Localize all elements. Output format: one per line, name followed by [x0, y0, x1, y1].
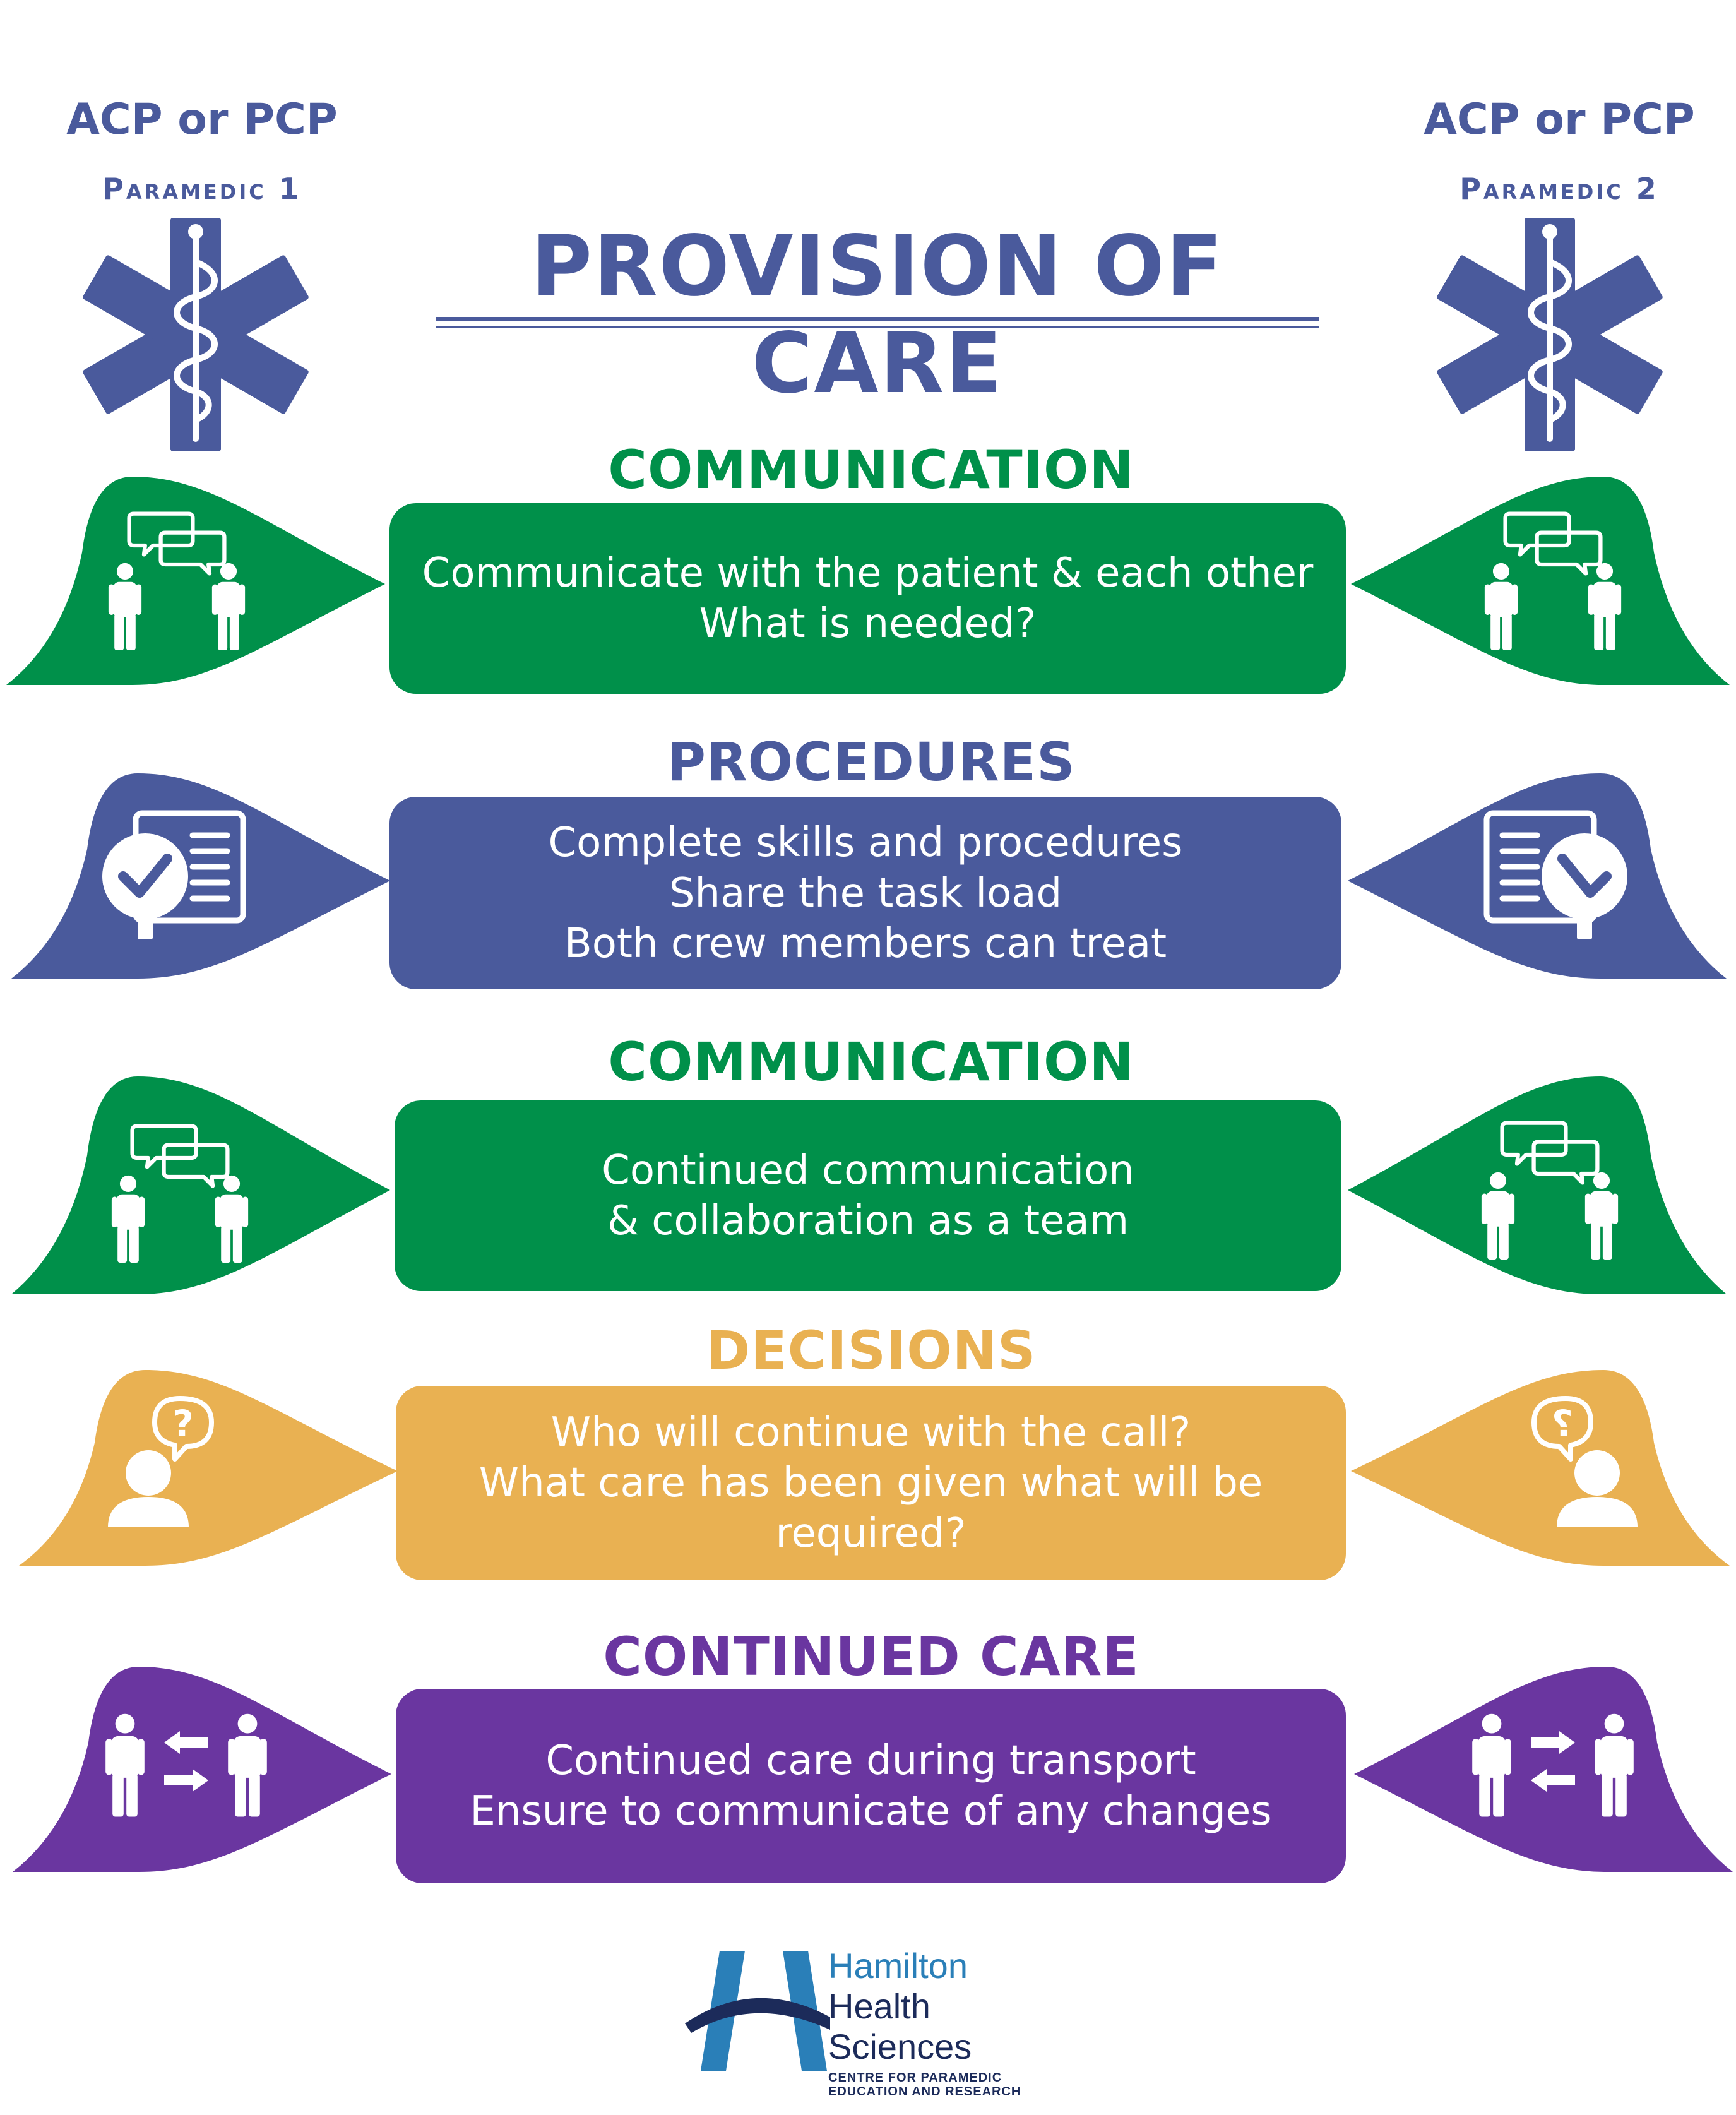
people-talking-icon [1477, 511, 1629, 650]
people-talking-icon [104, 1124, 256, 1263]
logo-line: Hamilton [828, 1946, 968, 1986]
logo-subtitle: CENTRE FOR PARAMEDIC [828, 2071, 1002, 2085]
people-talking-icon [101, 511, 253, 650]
people-exchange-icon [104, 1698, 268, 1825]
section-line: Ensure to communicate of any changes [470, 1788, 1272, 1835]
hamilton-health-sciences-logo-icon [685, 1951, 830, 2071]
section-line: Share the task load [669, 869, 1062, 917]
people-talking-icon [1474, 1121, 1626, 1260]
right-wing [1348, 1076, 1727, 1294]
section-box-communication: Continued communication & collaboration … [395, 1100, 1341, 1291]
section-line: Both crew members can treat [564, 920, 1167, 967]
left-wing [6, 477, 385, 685]
section-title-communication: COMMUNICATION [608, 439, 1134, 501]
logo-line: Health [828, 1986, 930, 2026]
left-paramedic-label: Paramedic 1 [102, 172, 302, 206]
title-underline-thin [436, 326, 1319, 328]
section-title-communication: COMMUNICATION [608, 1031, 1134, 1093]
right-wing [1348, 773, 1727, 979]
section-line: required? [775, 1510, 966, 1557]
section-line: Continued communication [602, 1147, 1134, 1194]
question-person-icon [104, 1392, 256, 1531]
title-underline [436, 317, 1319, 321]
section-title-procedures: PROCEDURES [667, 731, 1076, 793]
checklist-icon [1480, 807, 1632, 946]
left-wing [11, 1076, 390, 1294]
section-box-communication: Communicate with the patient & each othe… [389, 503, 1346, 694]
star-of-life-icon [1424, 218, 1676, 451]
section-box-procedures: Complete skills and procedures Share the… [389, 797, 1341, 989]
left-wing [11, 773, 390, 979]
section-box-continued-care: Continued care during transport Ensure t… [396, 1689, 1346, 1883]
right-paramedic-label: Paramedic 2 [1460, 172, 1659, 206]
checklist-icon [98, 807, 249, 946]
question-person-icon [1490, 1392, 1641, 1531]
page-title: PROVISION OF CARE [531, 218, 1224, 412]
people-exchange-icon [1471, 1698, 1635, 1825]
section-title-continued-care: CONTINUED CARE [603, 1626, 1139, 1688]
star-of-life-icon [69, 218, 322, 451]
logo-line: Sciences [828, 2027, 972, 2066]
section-line: Complete skills and procedures [548, 819, 1183, 866]
right-role-label: ACP or PCP [1424, 95, 1695, 145]
section-title-decisions: DECISIONS [706, 1320, 1037, 1381]
right-wing [1351, 477, 1730, 685]
left-role-label: ACP or PCP [66, 95, 338, 145]
section-line: Communicate with the patient & each othe… [422, 550, 1314, 597]
section-box-decisions: Who will continue with the call? What ca… [396, 1386, 1346, 1580]
logo-subtitle: EDUCATION AND RESEARCH [828, 2085, 1021, 2099]
logo-wordmark: Hamilton Health Sciences CENTRE FOR PARA… [828, 1946, 1093, 2099]
left-wing [13, 1667, 391, 1872]
right-wing [1354, 1667, 1733, 1872]
section-line: Who will continue with the call? [550, 1409, 1191, 1456]
section-line: What care has been given what will be [479, 1460, 1263, 1506]
section-line: Continued care during transport [545, 1737, 1196, 1784]
section-line: What is needed? [699, 600, 1037, 647]
section-line: & collaboration as a team [607, 1198, 1129, 1244]
